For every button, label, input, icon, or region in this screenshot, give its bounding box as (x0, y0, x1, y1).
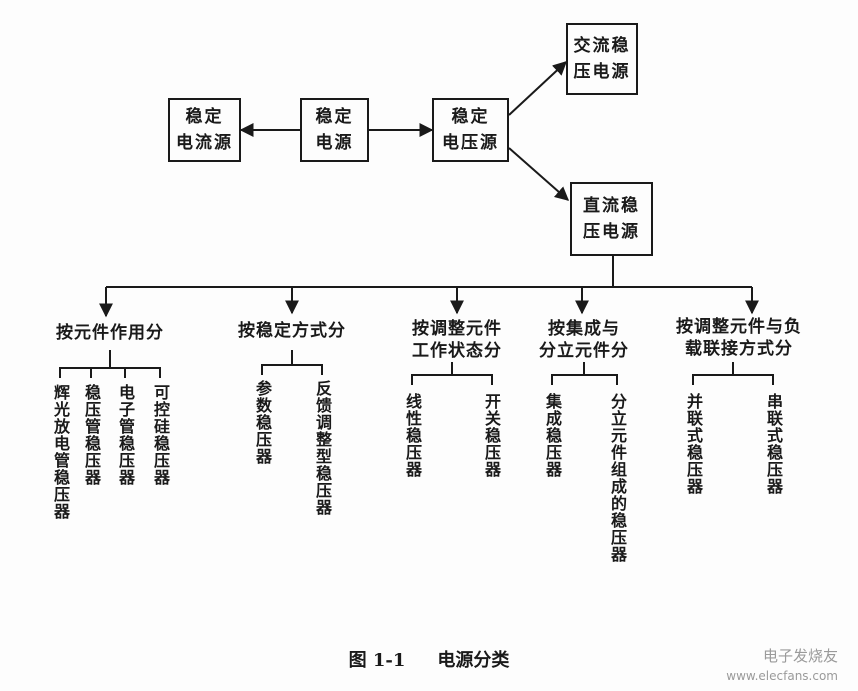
node-current-line-1: 稳定 (185, 107, 224, 127)
figure-title: 电源分类 (437, 650, 510, 671)
category-1-title: 按元件作用分 (40, 322, 180, 344)
figure-caption: 图 1-1 电源分类 (0, 646, 858, 672)
bracket-cat-1 (59, 350, 161, 378)
bracket-cat-5 (692, 362, 774, 385)
link-voltage-ac (508, 61, 568, 116)
node-ac-line-1: 交流稳 (573, 36, 631, 56)
node-current-source: 稳定 电流源 (168, 98, 241, 162)
item-thyristor-regulator: 可控硅稳压器 (151, 384, 170, 486)
category-3-title: 按调整元件 工作状态分 (392, 318, 522, 362)
bracket-cat-3 (411, 362, 493, 385)
item-zener-regulator: 稳压管稳压器 (82, 384, 101, 486)
bracket-cat-4 (551, 362, 618, 385)
watermark-url: www.elecfans.com (726, 669, 838, 683)
category-5-title-line-2: 载联接方式分 (685, 339, 793, 359)
figure-number: 图 1-1 (348, 650, 406, 671)
category-4-title-line-2: 分立元件分 (539, 341, 629, 361)
link-voltage-dc (508, 147, 570, 201)
item-linear-regulator: 线性稳压器 (403, 393, 422, 478)
node-dc-line-2: 压电源 (583, 222, 640, 242)
category-3-title-line-2: 工作状态分 (412, 341, 502, 361)
watermark: 电子发烧友 www.elecfans.com (726, 646, 838, 686)
category-5-title: 按调整元件与负 载联接方式分 (664, 316, 814, 360)
node-current-line-2: 电流源 (176, 133, 233, 153)
item-feedback-regulator: 反馈调整型稳压器 (313, 380, 332, 516)
item-discrete-regulator: 分立元件组成的稳压器 (608, 393, 627, 563)
node-ac-line-2: 压电源 (573, 62, 631, 82)
category-3-title-line-1: 按调整元件 (412, 319, 502, 339)
item-switching-regulator: 开关稳压器 (482, 393, 501, 478)
category-2-title: 按稳定方式分 (222, 320, 362, 342)
node-power-supply: 稳定 电源 (300, 98, 369, 162)
node-voltage-line-1: 稳定 (451, 107, 490, 127)
item-integrated-regulator: 集成稳压器 (543, 393, 562, 478)
category-5-title-line-1: 按调整元件与负 (676, 317, 802, 337)
node-supply-line-2: 电源 (315, 133, 354, 153)
node-supply-line-1: 稳定 (315, 107, 354, 127)
category-4-title: 按集成与 分立元件分 (524, 318, 644, 362)
node-ac-regulated: 交流稳 压电源 (566, 23, 638, 95)
item-shunt-regulator: 并联式稳压器 (684, 393, 703, 495)
item-parametric-regulator: 参数稳压器 (253, 380, 272, 465)
node-dc-line-1: 直流稳 (583, 196, 640, 216)
node-voltage-source: 稳定 电压源 (432, 98, 509, 162)
item-vacuum-tube-regulator: 电子管稳压器 (116, 384, 135, 486)
item-series-regulator: 串联式稳压器 (764, 393, 783, 495)
category-1-title-line-1: 按元件作用分 (56, 323, 164, 343)
item-glow-discharge-regulator: 辉光放电管稳压器 (51, 384, 70, 520)
watermark-brand: 电子发烧友 (762, 647, 838, 665)
node-dc-regulated: 直流稳 压电源 (570, 182, 653, 256)
category-4-title-line-1: 按集成与 (548, 319, 620, 339)
node-voltage-line-2: 电压源 (442, 133, 499, 153)
category-2-title-line-1: 按稳定方式分 (238, 321, 346, 341)
bracket-cat-2 (261, 350, 323, 375)
